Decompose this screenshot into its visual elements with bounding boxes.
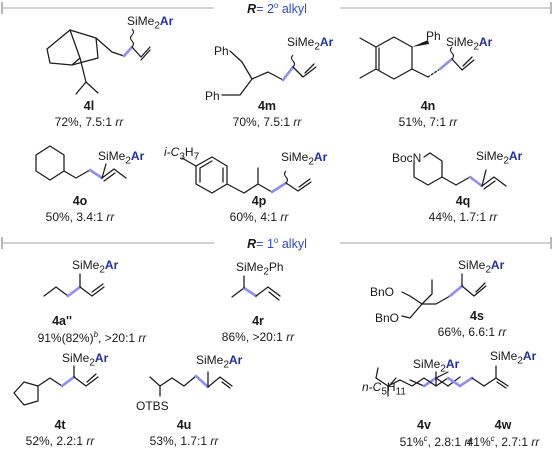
structure-4o (35, 145, 127, 182)
divider-secondary-alkyl (1, 2, 552, 14)
silyl-label-4n: SiMe2Ar (446, 35, 493, 53)
compound-id-4u: 4u (176, 418, 192, 432)
ph-label-4m-bottom: Ph (205, 89, 220, 103)
yield-4u: 53%, 1.7:1 rr (149, 434, 219, 448)
silyl-label-4l: SiMe2Ar (127, 14, 174, 32)
structure-4n (359, 36, 475, 80)
yield-4v: 51%c, 2.8:1 rr (399, 434, 473, 449)
yield-4t: 52%, 2.2:1 rr (25, 434, 95, 448)
structure-4t (13, 365, 99, 406)
compound-id-4s: 4s (470, 309, 484, 323)
nc5h11-label-4v: n-C5H11 (362, 380, 406, 398)
silyl-label-4w: SiMe2Ar (490, 349, 537, 367)
structure-4w (375, 365, 509, 397)
yield-4n: 51%, 7:1 rr (398, 115, 458, 129)
compound-id-4q: 4q (455, 194, 471, 208)
compound-id-4r: 4r (252, 314, 264, 328)
boc-label-4q: BocN (392, 151, 422, 165)
yield-4q: 44%, 1.7:1 rr (428, 210, 498, 224)
compound-id-4o: 4o (72, 194, 88, 208)
structure-4q (413, 152, 507, 190)
divider-primary-alkyl (1, 237, 552, 249)
yield-4w: 41%c, 2.7:1 rr (466, 434, 540, 449)
compound-id-4l: 4l (83, 99, 95, 113)
silyl-label-4r: SiMe2Ph (236, 260, 284, 278)
yield-4m: 70%, 7.5:1 rr (232, 115, 302, 129)
compound-id-4w: 4w (494, 418, 512, 432)
bno-label-4s-bottom: BnO (375, 311, 400, 325)
silyl-label-4m: SiMe2Ar (287, 35, 334, 53)
yield-4a: 91%(82%)b, >20:1 rr (37, 330, 147, 345)
structure-4u (149, 371, 233, 397)
silyl-label-4t: SiMe2Ar (62, 351, 109, 369)
structure-4l (46, 28, 151, 95)
section-header-primary: R= 1o alkyl (247, 236, 307, 252)
silyl-label-4o: SiMe2Ar (98, 149, 145, 167)
silyl-label-4p: SiMe2Ar (281, 150, 328, 168)
yield-4r: 86%, >20:1 rr (221, 330, 295, 344)
otbs-label-4u: OTBS (136, 399, 169, 413)
compound-id-4t: 4t (54, 418, 66, 432)
compound-id-4m: 4m (257, 99, 277, 113)
ph-label-4n: Ph (426, 29, 441, 43)
silyl-label-4q: SiMe2Ar (476, 149, 523, 167)
compound-id-4n: 4n (420, 99, 436, 113)
yield-4p: 60%, 4:1 rr (229, 210, 289, 224)
structure-4s (401, 273, 487, 319)
structure-4a (43, 273, 105, 298)
structure-4m (221, 50, 317, 96)
ph-label-4m-top: Ph (214, 44, 229, 58)
compound-id-4v: 4v (417, 418, 431, 432)
structure-4r (231, 275, 281, 301)
yield-4l: 72%, 7.5:1 rr (54, 115, 124, 129)
silyl-label-4u: SiMe2Ar (196, 353, 243, 371)
structure-4p (181, 156, 312, 194)
silyl-label-4s: SiMe2Ar (458, 258, 505, 276)
bno-label-4s-top: BnO (370, 285, 395, 299)
silyl-label-4a: SiMe2Ar (72, 258, 119, 276)
compound-id-4p: 4p (251, 194, 267, 208)
yield-4o: 50%, 3.4:1 rr (45, 210, 115, 224)
silyl-label-4v: SiMe2Ar (413, 357, 460, 375)
yield-4s: 66%, 6.6:1 rr (437, 325, 507, 339)
compound-id-4a: 4a'' (52, 314, 72, 328)
section-header-secondary: R= 2o alkyl (247, 1, 307, 17)
ic3h7-label-4p: i-C3H7 (164, 145, 200, 163)
